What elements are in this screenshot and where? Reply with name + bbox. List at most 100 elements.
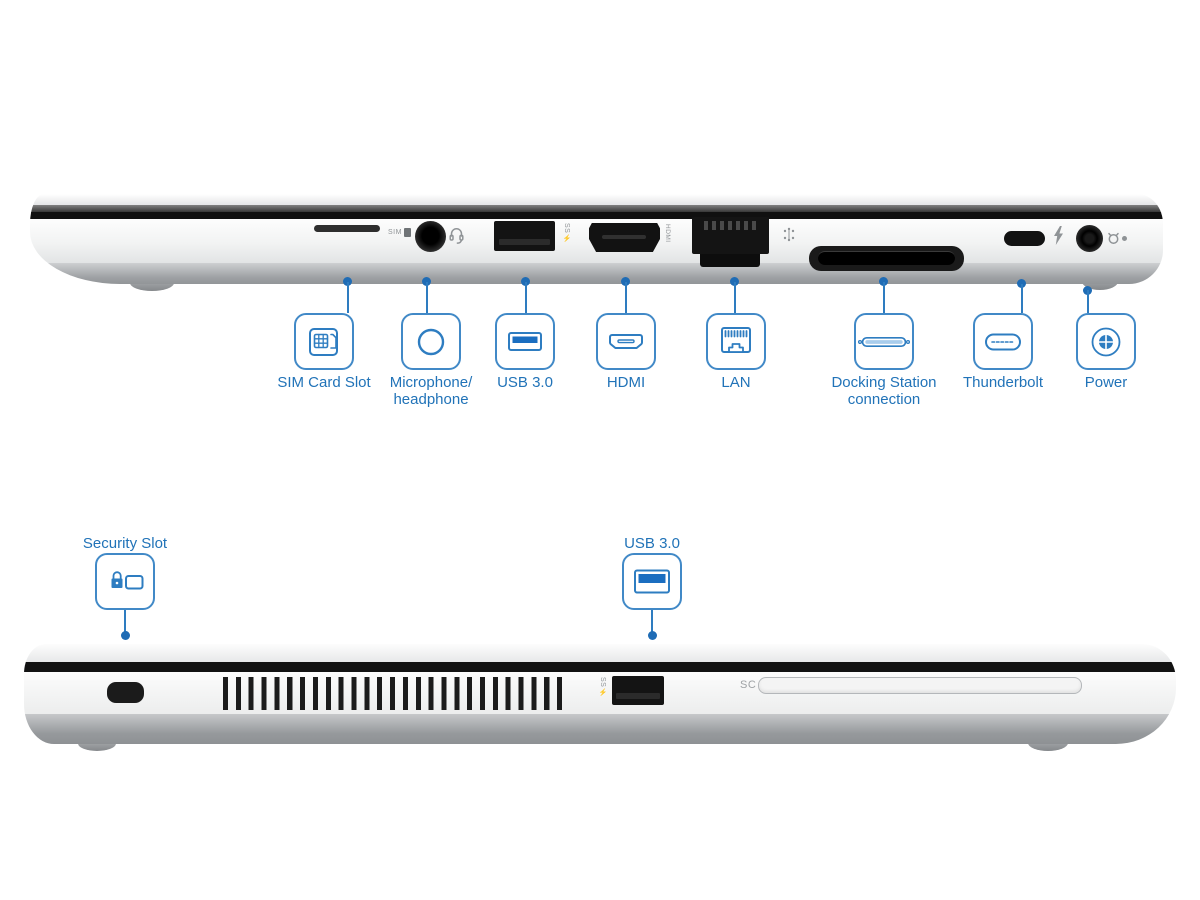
callout-label-line: headphone <box>393 391 469 408</box>
lan-pins <box>704 221 756 230</box>
headset-glyph-icon <box>449 228 464 244</box>
hdmi-slot <box>602 235 646 239</box>
usb-port-icon <box>634 569 670 593</box>
callout-box-microphone <box>401 313 461 370</box>
callout-label-line: Power <box>1084 374 1128 391</box>
callout-dot <box>879 277 888 286</box>
smart-card-marking-text: SC <box>740 679 757 691</box>
callout-line <box>524 282 528 313</box>
callout-dot <box>343 277 352 286</box>
callout-dot <box>521 277 530 286</box>
lan-port <box>692 217 769 267</box>
security-lock-slot <box>107 682 144 703</box>
callout-dot <box>621 277 630 286</box>
callout-box-hdmi <box>596 313 656 370</box>
docking-slot <box>818 251 955 265</box>
callout-label-line: connection <box>847 391 921 408</box>
callout-box-usb3-bottom <box>622 553 682 610</box>
ss-usb-marking-text: SS⚡ <box>599 677 606 697</box>
callout-dot <box>730 277 739 286</box>
callout-label: LAN <box>661 374 811 391</box>
lightning-bolt-glyph-icon <box>1054 226 1063 245</box>
power-port-icon <box>1091 327 1121 356</box>
callout-dot <box>422 277 431 286</box>
power-plug-glyph-icon <box>1108 232 1119 244</box>
security-lock-icon <box>111 570 144 589</box>
callout-label: USB 3.0 <box>450 374 600 391</box>
laptop-lid-seam <box>24 662 1176 672</box>
lan-flap <box>700 254 760 267</box>
callout-dot <box>647 631 657 640</box>
laptop-base-shadow <box>24 714 1176 744</box>
callout-label-line: Docking Station <box>831 374 937 391</box>
sim-marking: SIM <box>388 228 411 237</box>
callout-line <box>882 282 886 313</box>
callout-dot <box>1017 279 1026 288</box>
status-led <box>1122 236 1127 241</box>
callout-line <box>733 282 737 313</box>
usb-a-port <box>612 676 664 705</box>
usb-tongue <box>499 239 550 245</box>
callout-label-line: HDMI <box>606 374 646 391</box>
callout-label: HDMI <box>551 374 701 391</box>
callout-label-line: Microphone/ <box>389 374 473 391</box>
callout-line <box>1020 284 1024 313</box>
laptop-lid-seam <box>30 212 1163 219</box>
docking-port <box>809 246 964 271</box>
sim-card-mini-icon <box>403 228 411 237</box>
power-jack-port <box>1076 225 1103 252</box>
usb-a-port <box>494 221 555 251</box>
hdmi-port <box>589 223 660 252</box>
callout-line <box>123 610 127 633</box>
microphone-headphone-icon <box>417 328 445 355</box>
callout-box-thunderbolt <box>973 313 1033 370</box>
callout-box-power <box>1076 313 1136 370</box>
callout-label-line: SIM Card Slot <box>277 374 371 391</box>
callout-line <box>346 282 350 313</box>
callout-box-docking <box>854 313 914 370</box>
sim-card-icon <box>309 327 338 356</box>
hdmi-marking-text: HDMI <box>664 224 671 243</box>
laptop-lid-edge <box>30 194 1163 206</box>
callout-label: Thunderbolt <box>928 374 1078 391</box>
callout-label-line: LAN <box>721 374 751 391</box>
sim-slot-port <box>314 225 380 232</box>
hdmi-marking: HDMI <box>664 224 671 243</box>
callout-line <box>425 282 429 313</box>
laptop-lid-edge <box>24 644 1176 663</box>
callout-label: Docking Station connection <box>809 374 959 408</box>
sim-marking-text: SIM <box>388 229 402 236</box>
smart-card-slot <box>758 677 1082 694</box>
callout-line <box>624 282 628 313</box>
ethernet-port-icon <box>721 326 751 353</box>
callout-label-line: Thunderbolt <box>962 374 1044 391</box>
usb-c-port <box>1004 231 1045 246</box>
callout-label-line: USB 3.0 <box>497 374 553 391</box>
usb-c-thunderbolt-icon <box>985 333 1021 350</box>
hdmi-connector-icon <box>609 333 643 349</box>
ss-usb-marking-text: SS⚡ <box>563 223 570 243</box>
ss-usb-marking: SS⚡ <box>598 677 606 696</box>
callout-label: USB 3.0 <box>577 535 727 552</box>
cooling-vents <box>223 677 570 710</box>
callout-box-security <box>95 553 155 610</box>
laptop-lid-dark-edge <box>30 205 1163 213</box>
callout-label: Security Slot <box>50 535 200 552</box>
callout-label-line: Security Slot <box>82 535 168 552</box>
callout-box-sim <box>294 313 354 370</box>
callout-label: Microphone/ headphone <box>356 374 506 408</box>
network-glyph-icon <box>783 227 795 242</box>
audio-jack-port <box>415 221 446 252</box>
callout-dot <box>120 631 130 640</box>
ss-usb-marking: SS⚡ <box>562 223 570 242</box>
usb-tongue <box>616 693 660 699</box>
usb-port-icon <box>508 331 542 351</box>
callout-label-line: USB 3.0 <box>624 535 680 552</box>
callout-line <box>1086 290 1090 313</box>
callout-box-lan <box>706 313 766 370</box>
callout-box-usb3 <box>495 313 555 370</box>
docking-connector-icon <box>857 336 911 347</box>
callout-label: SIM Card Slot <box>249 374 399 391</box>
callout-line <box>650 610 654 633</box>
